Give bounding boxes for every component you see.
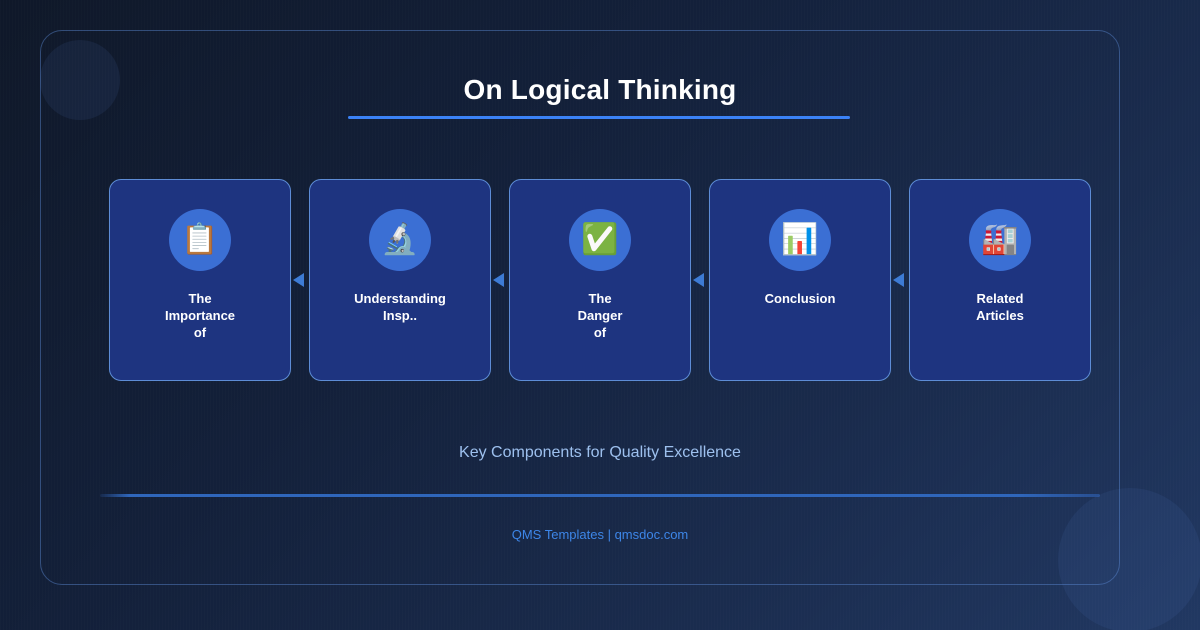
bar-chart-icon: 📊 [769,209,831,271]
step-card[interactable]: 🏭 Related Articles [909,179,1091,381]
factory-icon: 🏭 [969,209,1031,271]
process-flow: 📋 The Importance of 🔬 Understanding Insp… [109,179,1091,381]
flow-step-4[interactable]: 📊 Conclusion [709,179,891,381]
step-label: Conclusion [764,291,836,306]
step-card[interactable]: ✅ The Danger of [509,179,691,381]
flow-step-1[interactable]: 📋 The Importance of [109,179,291,381]
flow-connector-4 [891,179,909,381]
flow-connector-1 [291,179,309,381]
title-underline [348,116,850,119]
arrow-left-icon [293,273,304,287]
flow-step-5[interactable]: 🏭 Related Articles [909,179,1091,381]
clipboard-icon: 📋 [169,209,231,271]
footer-divider [100,494,1100,497]
microscope-icon: 🔬 [369,209,431,271]
step-label: Related Articles [976,291,1024,323]
step-card[interactable]: 🔬 Understanding Insp.. [309,179,491,381]
step-label: The Danger of [577,291,623,340]
flow-connector-3 [691,179,709,381]
check-mark-icon: ✅ [569,209,631,271]
decorative-circle-bottom-right [1058,488,1200,630]
step-card[interactable]: 📊 Conclusion [709,179,891,381]
step-label: Understanding Insp.. [354,291,446,323]
subtitle-caption: Key Components for Quality Excellence [459,444,741,461]
decorative-circle-top-left [40,40,120,120]
footer-attribution[interactable]: QMS Templates | qmsdoc.com [511,527,689,542]
arrow-left-icon [893,273,904,287]
flow-step-3[interactable]: ✅ The Danger of [509,179,691,381]
arrow-left-icon [493,273,504,287]
page-title: On Logical Thinking [463,74,737,105]
arrow-left-icon [693,273,704,287]
step-card[interactable]: 📋 The Importance of [109,179,291,381]
step-label: The Importance of [164,291,236,340]
flow-connector-2 [491,179,509,381]
flow-step-2[interactable]: 🔬 Understanding Insp.. [309,179,491,381]
